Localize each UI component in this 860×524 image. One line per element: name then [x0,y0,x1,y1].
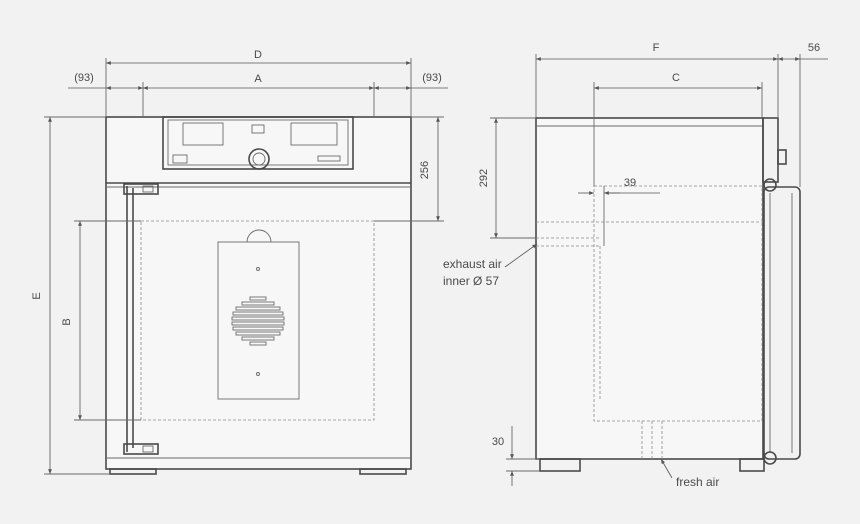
dimension-label-292: 292 [478,169,490,187]
interior-chamber [140,220,375,421]
power-switch-icon [172,154,188,164]
dimension-label-left-offset: (93) [74,72,94,84]
dimension-label-256: 256 [419,161,431,179]
side-interior [593,185,763,422]
side-view: F 56 C 292 39 [443,42,828,489]
dimension-292: 292 [478,117,536,239]
front-foot-right [359,468,407,475]
side-foot-left [539,458,581,472]
fresh-air-label: fresh air [676,475,719,489]
dimension-39: 39 [578,177,660,246]
control-panel [162,116,354,170]
cabinet-side [535,117,764,460]
door-side [762,117,801,465]
fan-grille-icon [231,296,285,346]
dimension-label-39: 39 [624,177,636,189]
dimension-256: 256 [374,116,444,222]
front-foot-left [109,468,157,475]
display-left-icon [182,122,224,146]
dimension-label-a: A [254,73,262,85]
dimension-e: E [31,116,110,475]
front-view: D A (93) (93) E B [31,49,448,475]
dimension-label-30: 30 [492,436,504,448]
dimension-b: B [61,220,141,421]
exhaust-air-diameter-label: inner Ø 57 [443,274,499,288]
exhaust-air-annotation: exhaust air inner Ø 57 [443,243,538,288]
control-knob-icon [248,148,270,170]
fan-panel [217,229,300,400]
dimension-label-right-offset: (93) [422,72,442,84]
side-foot-right [739,458,765,472]
exhaust-air-label: exhaust air [443,257,502,271]
dimension-label-c: C [672,72,680,84]
brand-logo [317,155,341,162]
dimension-c: C [593,72,763,186]
side-knob-icon [777,149,787,165]
door-handle [123,183,159,455]
dimension-30: 30 [492,426,540,486]
dimension-label-d: D [254,49,262,61]
center-indicator-icon [251,124,265,134]
dimension-a: A (93) (93) [68,72,448,117]
dimension-label-b: B [61,318,73,325]
dimension-f: F 56 [535,42,828,187]
dimension-label-e: E [31,292,43,299]
fresh-air-annotation: fresh air [660,458,719,489]
cabinet-front [105,116,412,470]
display-right-icon [290,122,338,146]
dimension-label-f: F [653,42,660,54]
dimension-label-56: 56 [808,42,820,54]
